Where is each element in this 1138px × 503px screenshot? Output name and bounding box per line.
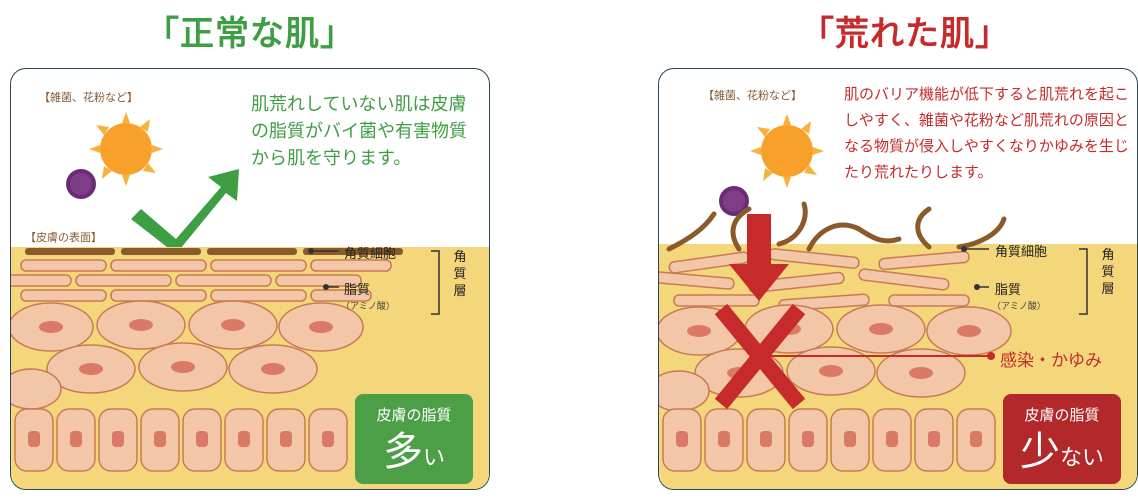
lipid-sub-label: （アミノ酸）	[992, 302, 1046, 312]
stratum-corneum-label: 角質層	[1101, 248, 1115, 297]
allergen-label: 【雑菌、花粉など】	[39, 91, 138, 104]
rough-skin-description: 肌のバリア機能が低下すると肌荒れを起こしやすく、雑菌や花粉など肌荒れの原因となる…	[844, 85, 1130, 181]
lipid-label: 脂質	[344, 283, 371, 298]
title-rough-skin: 「荒れた肌」	[800, 14, 1010, 54]
bacteria-icon	[66, 169, 96, 199]
title-normal-skin: 「正常な肌」	[145, 14, 355, 54]
badge-amount-kanji: 少	[1019, 429, 1060, 475]
allergen-label: 【雑菌、花粉など】	[703, 89, 802, 102]
infection-itch-label: 感染・かゆみ	[1000, 351, 1102, 371]
badge-amount: 少ない	[1003, 430, 1121, 481]
badge-title: 皮膚の脂質	[376, 406, 452, 424]
pollen-icon	[89, 112, 163, 186]
stratum-corneum-label: 角質層	[453, 250, 467, 299]
lipid-label: 脂質	[995, 283, 1022, 298]
checkmark-arrow-icon	[131, 169, 239, 254]
lipid-amount-badge: 皮膚の脂質 多い	[355, 394, 473, 484]
normal-skin-panel: 【雑菌、花粉など】 【皮膚の表面】 肌荒れしていない肌は皮膚の脂質がバイ菌や有害…	[10, 68, 490, 490]
down-arrow-icon	[729, 214, 789, 301]
badge-amount-kana: ない	[1059, 446, 1104, 471]
corneocyte-label: 角質細胞	[995, 245, 1048, 260]
lipid-amount-badge: 皮膚の脂質 少ない	[1003, 394, 1121, 484]
bacteria-icon	[719, 186, 749, 216]
skin-surface-label: 【皮膚の表面】	[25, 231, 102, 244]
pollen-icon	[750, 114, 824, 188]
badge-amount: 多い	[355, 430, 473, 481]
corneocyte-label: 角質細胞	[344, 247, 397, 262]
normal-skin-description: 肌荒れしていない肌は皮膚の脂質がバイ菌や有害物質から肌を守ります。	[251, 94, 467, 169]
lipid-sub-label: （アミノ酸）	[341, 302, 395, 312]
badge-title: 皮膚の脂質	[1024, 406, 1100, 424]
badge-amount-kanji: 多	[382, 429, 423, 475]
rough-skin-panel: 【雑菌、花粉など】 肌のバリア機能が低下すると肌荒れを起こしやすく、雑菌や花粉な…	[658, 68, 1138, 490]
badge-amount-kana: い	[422, 446, 445, 471]
